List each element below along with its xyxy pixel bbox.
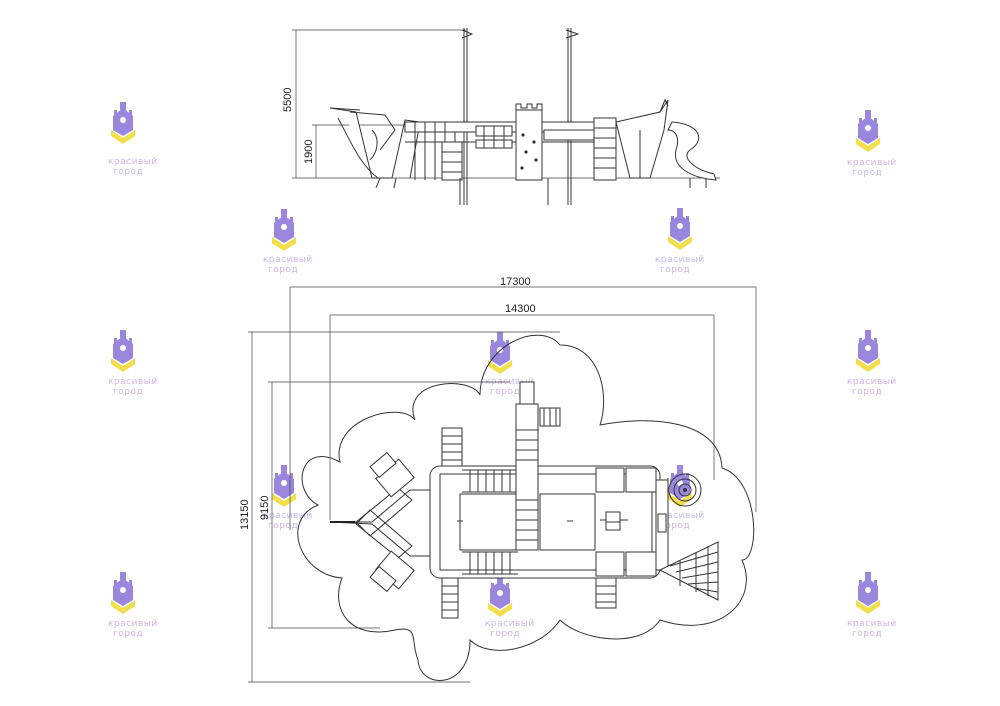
watermark-text: красивый [263,511,313,521]
watermark-logo-5 [111,330,135,372]
watermark-logo-8 [272,465,296,507]
watermark-text: красивый [655,255,705,265]
dim-inner-width: 14300 [505,303,536,315]
watermark-logo-3 [272,209,296,251]
dim-outer-depth: 13150 [239,499,251,530]
watermark-text: город [660,265,690,275]
dim-inner-depth: 9150 [259,496,271,520]
watermark-text: город [852,629,882,639]
watermark-text: красивый [847,619,897,629]
watermark-logo-7 [856,330,880,372]
watermark-text: город [113,629,143,639]
watermark-text: красивый [485,619,535,629]
watermark-text: город [490,387,520,397]
watermark-text: красивый [108,157,158,167]
watermark-logo-2 [856,110,880,152]
watermark-text: город [113,167,143,177]
dim-platform-height: 1900 [303,140,315,164]
watermark-text: красивый [847,377,897,387]
watermark-logo-4 [668,208,692,250]
watermark-text: красивый [263,255,313,265]
watermark-logo-11 [488,575,512,617]
watermark-text: город [268,521,298,531]
watermark-logo-10 [111,572,135,614]
watermark-text: красивый [847,158,897,168]
dim-total-height: 5500 [282,88,294,112]
watermark-text: город [660,521,690,531]
watermark-text: город [268,265,298,275]
watermark-text: город [852,387,882,397]
watermark-text: город [490,629,520,639]
watermark-text: красивый [655,511,705,521]
side-elevation-view: 5500 1900 [282,28,720,205]
watermark-text: красивый [108,619,158,629]
watermark-logo-1 [111,102,135,144]
watermark-logo-12 [856,572,880,614]
watermark-text: красивый [108,377,158,387]
dim-outer-width: 17300 [500,276,531,288]
plan-view: 17300 14300 13150 9150 [239,276,757,683]
watermark-text: город [852,168,882,178]
watermark-logo-6 [488,332,512,374]
watermark-text: город [113,387,143,397]
